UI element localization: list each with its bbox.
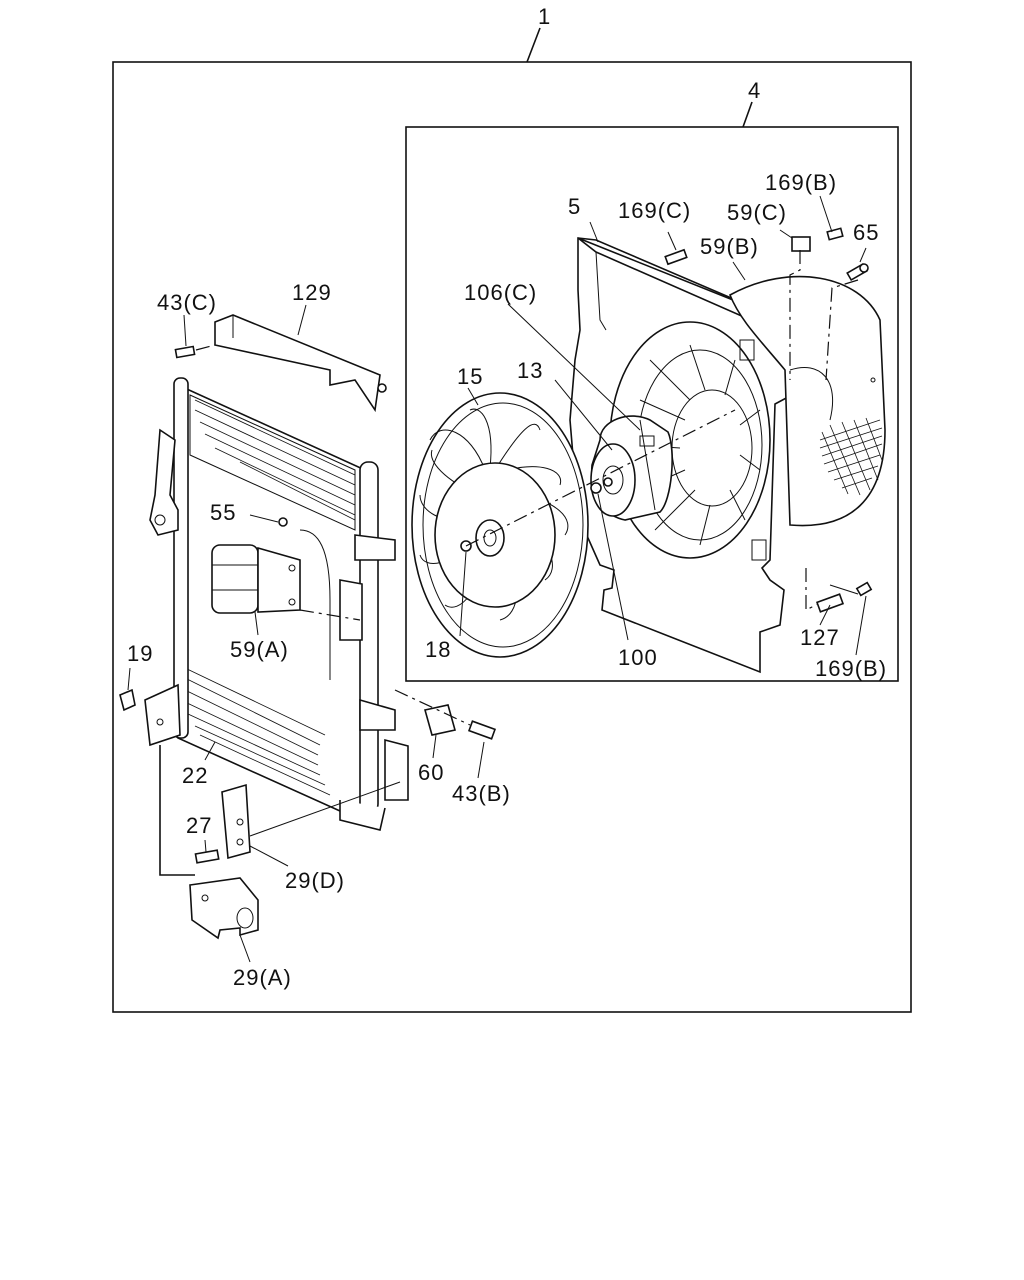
bracket-29a (189, 877, 259, 940)
assembly-frame (112, 61, 912, 1013)
fan-blade-icon (411, 392, 589, 658)
leader-lines (127, 195, 867, 963)
fan-assembly-frame (405, 126, 899, 682)
callout-60: 60 (418, 760, 444, 785)
callout-169b-top: 169(B) (765, 170, 837, 195)
callout-100: 100 (618, 645, 658, 670)
callout-169b-bottom: 169(B) (815, 656, 887, 681)
fan-axis-line (465, 409, 736, 547)
callout-55: 55 (210, 500, 236, 525)
bracket-60-guide (394, 689, 471, 726)
bottom-right-hardware (805, 568, 873, 613)
nut-100 (590, 482, 602, 494)
bracket-29d-guide (249, 781, 401, 837)
fan-motor-icon (590, 415, 673, 521)
callout-29a: 29(A) (233, 965, 292, 990)
callout-19: 19 (127, 641, 153, 666)
bracket-60 (424, 704, 497, 740)
fan-shroud (569, 237, 791, 674)
callout-43c: 43(C) (157, 290, 217, 315)
callout-65: 65 (853, 220, 879, 245)
top-right-hardware (664, 227, 869, 381)
shroud-skirt (728, 275, 886, 527)
callout-1: 1 (538, 4, 551, 29)
bolt-43c-guide (195, 344, 216, 351)
callout-127: 127 (800, 625, 840, 650)
callout-59a: 59(A) (230, 637, 289, 662)
left-lower-bracket (119, 683, 181, 747)
callout-18: 18 (425, 637, 451, 662)
leader-4 (742, 101, 753, 128)
callout-4: 4 (748, 78, 761, 103)
callout-59c: 59(C) (727, 200, 787, 225)
callout-129: 129 (292, 280, 332, 305)
callout-59b: 59(B) (700, 234, 759, 259)
receiver-drier-59a (211, 517, 331, 680)
top-bracket-129 (214, 314, 387, 413)
drier-guide (299, 609, 361, 621)
bracket-guide-line (159, 745, 195, 876)
callout-5: 5 (568, 194, 581, 219)
bracket-29d (194, 783, 251, 864)
bolt-43c (174, 345, 196, 359)
callout-106c: 106(C) (464, 280, 537, 305)
callout-27: 27 (186, 813, 212, 838)
callout-15: 15 (457, 364, 483, 389)
callout-29d: 29(D) (285, 868, 345, 893)
callout-43b: 43(B) (452, 781, 511, 806)
callout-169c-top: 169(C) (618, 198, 691, 223)
leader-1 (526, 27, 541, 63)
callout-22: 22 (182, 763, 208, 788)
callout-13: 13 (517, 358, 543, 383)
